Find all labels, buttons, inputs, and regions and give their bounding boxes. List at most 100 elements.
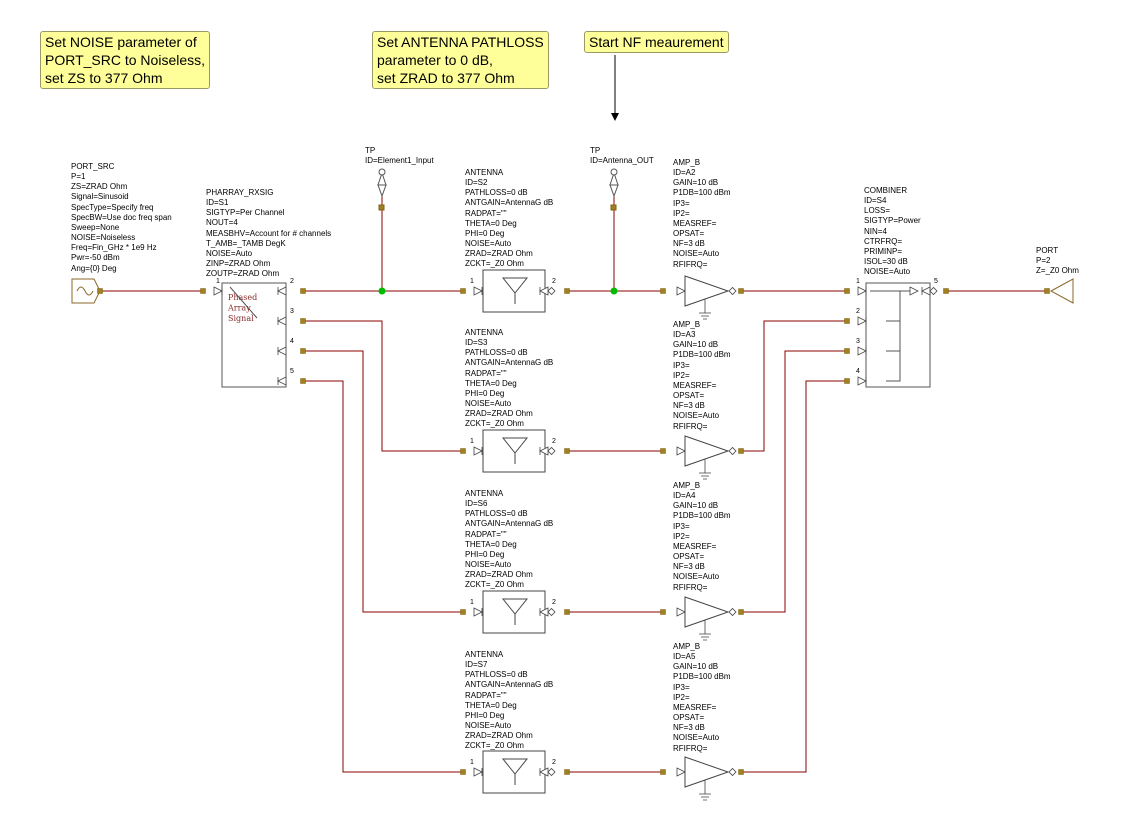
tp1-params: TP ID=Element1_Input — [365, 146, 434, 166]
port-arrow — [473, 607, 483, 617]
pin-marker — [460, 448, 466, 454]
port-arrow — [213, 286, 223, 296]
port-arrow — [277, 286, 287, 296]
param-line: NF=3 dB — [673, 401, 705, 411]
test-point-2-symbol[interactable] — [609, 168, 619, 211]
antenna-s7-params: ANTENNA ID=S7 PATHLOSS=0 dB ANTGAIN=Ante… — [465, 650, 553, 752]
param-line: TP — [590, 146, 601, 155]
param-line: ANTENNA — [465, 650, 504, 659]
param-line: AMP_B — [673, 158, 701, 167]
param-line: P1DB=100 dBm — [673, 672, 731, 682]
port-out-symbol[interactable] — [1049, 278, 1074, 304]
pharray-inner-text: Array — [227, 304, 251, 313]
param-line: P1DB=100 dBm — [673, 188, 731, 198]
pin-marker — [564, 769, 570, 775]
param-line: GAIN=10 dB — [673, 662, 719, 672]
param-line: IP3= — [673, 360, 690, 370]
param-line: P1DB=100 dBm — [673, 511, 731, 521]
amp-a4-params: AMP_B ID=A4 GAIN=10 dB P1DB=100 dBm IP3=… — [673, 481, 731, 593]
param-line: SIGTYP=Per Channel — [206, 208, 285, 218]
param-line: ZS=ZRAD Ohm — [71, 182, 128, 192]
param-line: ID=A4 — [673, 491, 696, 501]
port-arrow — [473, 446, 483, 456]
param-line: T_AMB=_TAMB DegK — [206, 238, 286, 248]
param-line: RADPAT="" — [465, 208, 507, 218]
pin-marker — [1044, 288, 1050, 294]
test-point-1-symbol[interactable] — [377, 168, 387, 211]
param-line: IP3= — [673, 682, 690, 692]
port-diamond — [728, 286, 737, 296]
param-line: ID=S2 — [465, 178, 488, 188]
param-line: THETA=0 Deg — [465, 539, 517, 549]
pin-marker — [844, 348, 850, 354]
param-line: ANTENNA — [465, 489, 504, 498]
port-arrow — [277, 346, 287, 356]
amplifier-triangle — [684, 275, 730, 307]
param-line: ID=A3 — [673, 330, 696, 340]
pin-label: 2 — [552, 759, 556, 766]
wire-node — [610, 287, 618, 295]
ground-icon — [699, 780, 711, 801]
param-line: NIN=4 — [864, 226, 887, 236]
param-line: SIGTYP=Power — [864, 216, 921, 226]
param-line: NOISE=Auto — [673, 249, 720, 259]
antenna-icon — [501, 277, 529, 304]
pin-label: 1 — [856, 278, 860, 285]
param-line: NOISE=Auto — [465, 399, 512, 409]
wire-node — [378, 287, 386, 295]
port-src-symbol[interactable] — [71, 278, 101, 304]
param-line: ISOL=30 dB — [864, 257, 908, 267]
pin-marker — [300, 318, 306, 324]
param-line: ID=S4 — [864, 196, 887, 206]
param-line: ZCKT=_Z0 Ohm — [465, 741, 524, 751]
param-line: ID=Element1_Input — [365, 156, 434, 166]
pin-marker — [564, 609, 570, 615]
pin-label: 4 — [290, 338, 294, 345]
port-arrow — [676, 446, 686, 456]
param-line: PATHLOSS=0 dB — [465, 670, 528, 680]
pin-marker — [200, 288, 206, 294]
param-line: OPSAT= — [673, 229, 705, 239]
param-line: LOSS= — [864, 206, 891, 216]
pin-label: 1 — [470, 759, 474, 766]
param-line: NOISE=Auto — [673, 572, 720, 582]
port-diamond — [547, 767, 556, 777]
amplifier-triangle — [684, 596, 730, 628]
pin-marker — [844, 318, 850, 324]
pin-label: 2 — [856, 308, 860, 315]
amp-a3-params: AMP_B ID=A3 GAIN=10 dB P1DB=100 dBm IP3=… — [673, 320, 731, 432]
param-line: NF=3 dB — [673, 239, 705, 249]
param-line: NOISE=Auto — [465, 560, 512, 570]
ground-icon — [699, 299, 711, 320]
param-line: MEASREF= — [673, 541, 717, 551]
port-diamond — [728, 767, 737, 777]
param-line: ID=S7 — [465, 660, 488, 670]
param-line: ID=A5 — [673, 652, 696, 662]
port-arrow — [857, 346, 867, 356]
param-line: OPSAT= — [673, 552, 705, 562]
param-line: ANTENNA — [465, 328, 504, 337]
pin-marker — [460, 769, 466, 775]
antenna-s3-params: ANTENNA ID=S3 PATHLOSS=0 dB ANTGAIN=Ante… — [465, 328, 553, 430]
param-line: ANTGAIN=AntennaG dB — [465, 519, 554, 529]
pin-marker — [564, 288, 570, 294]
param-line: NOISE=Auto — [673, 733, 720, 743]
param-line: AMP_B — [673, 642, 701, 651]
param-line: AMP_B — [673, 320, 701, 329]
param-line: ZCKT=_Z0 Ohm — [465, 419, 524, 429]
pin-marker — [564, 448, 570, 454]
param-line: OPSAT= — [673, 391, 705, 401]
pin-label: 1 — [470, 438, 474, 445]
pin-label: 5 — [290, 368, 294, 375]
param-line: RADPAT="" — [465, 690, 507, 700]
param-line: SpecBW=Use doc freq span — [71, 212, 172, 222]
combiner-block[interactable] — [865, 282, 931, 388]
param-line: ZRAD=ZRAD Ohm — [465, 570, 533, 580]
param-line: P=1 — [71, 172, 86, 182]
param-line: PATHLOSS=0 dB — [465, 348, 528, 358]
ground-icon — [699, 459, 711, 480]
param-line: PHI=0 Deg — [465, 388, 505, 398]
pharray-block[interactable] — [221, 282, 287, 388]
pharray-inner-text: Phased — [228, 293, 257, 302]
